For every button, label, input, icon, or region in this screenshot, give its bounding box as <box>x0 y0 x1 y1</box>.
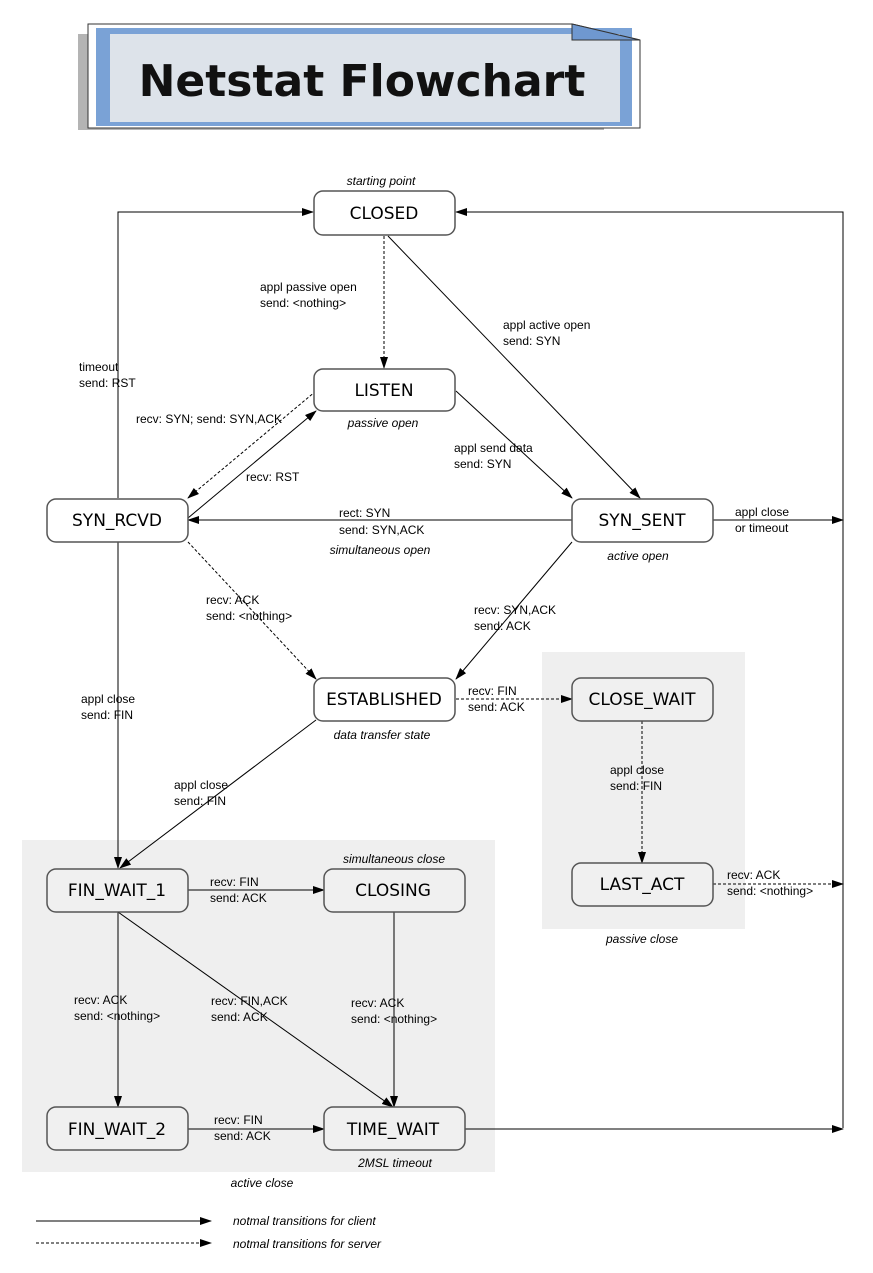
label-send-data-1: appl send data <box>454 441 533 455</box>
svg-text:TIME_WAIT: TIME_WAIT <box>346 1120 440 1140</box>
label-recv-rst: recv: RST <box>246 470 300 484</box>
state-listen: LISTEN <box>313 368 456 412</box>
label-fw1-fin-2: send: ACK <box>210 891 267 905</box>
label-cw-close-2: send: FIN <box>610 779 662 793</box>
label-recv-syn: recv: SYN; send: SYN,ACK <box>136 412 282 426</box>
label-fw1-finack-2: send: ACK <box>211 1010 268 1024</box>
svg-text:CLOSE_WAIT: CLOSE_WAIT <box>588 690 696 710</box>
state-fin-wait-2: FIN_WAIT_2 <box>46 1106 189 1151</box>
svg-text:FIN_WAIT_2: FIN_WAIT_2 <box>68 1120 166 1140</box>
label-recv-ack-2: send: <nothing> <box>206 609 292 623</box>
state-close-wait: CLOSE_WAIT <box>571 677 714 722</box>
label-la-ack-2: send: <nothing> <box>727 884 813 898</box>
svg-text:LISTEN: LISTEN <box>354 381 413 401</box>
page-title: Netstat Flowchart <box>139 56 586 107</box>
label-recv-ack-1: recv: ACK <box>206 593 259 607</box>
state-established: ESTABLISHED <box>313 677 456 722</box>
svg-text:CLOSING: CLOSING <box>355 881 431 901</box>
label-synsent-close-2: or timeout <box>735 521 789 535</box>
label-active-open-1: appl active open <box>503 318 590 332</box>
label-fw1-ack-1: recv: ACK <box>74 993 127 1007</box>
state-closing: CLOSING <box>323 868 466 913</box>
label-fw2-fin-1: recv: FIN <box>214 1113 263 1127</box>
state-syn-sent: SYN_SENT <box>571 498 714 543</box>
label-active-open-2: send: SYN <box>503 334 560 348</box>
label-rect-syn-1: rect: SYN <box>339 506 390 520</box>
caption-active-open: active open <box>607 549 669 563</box>
svg-text:LAST_ACT: LAST_ACT <box>600 875 685 895</box>
label-synrcvd-close-1: appl close <box>81 692 135 706</box>
caption-2msl-timeout: 2MSL timeout <box>357 1156 432 1170</box>
caption-passive-close: passive close <box>605 932 678 946</box>
label-cw-close-1: appl close <box>610 763 664 777</box>
label-recv-synack-1: recv: SYN,ACK <box>474 603 556 617</box>
label-synrcvd-close-2: send: FIN <box>81 708 133 722</box>
state-syn-rcvd: SYN_RCVD <box>46 498 189 543</box>
caption-simultaneous-open: simultaneous open <box>330 543 431 557</box>
caption-passive-open: passive open <box>347 416 419 430</box>
label-rect-syn-2: send: SYN,ACK <box>339 523 424 537</box>
svg-text:SYN_SENT: SYN_SENT <box>598 511 686 531</box>
legend-server-label: notmal transitions for server <box>233 1237 382 1251</box>
label-synsent-close-1: appl close <box>735 505 789 519</box>
svg-text:SYN_RCVD: SYN_RCVD <box>72 511 162 531</box>
label-closing-ack-2: send: <nothing> <box>351 1012 437 1026</box>
svg-text:ESTABLISHED: ESTABLISHED <box>326 690 442 710</box>
label-timeout-2: send: RST <box>79 376 136 390</box>
title-banner: Netstat Flowchart <box>78 23 641 130</box>
state-last-act: LAST_ACT <box>571 862 714 907</box>
label-est-fin-1: recv: FIN <box>468 684 517 698</box>
label-fw2-fin-2: send: ACK <box>214 1129 271 1143</box>
label-la-ack-1: recv: ACK <box>727 868 780 882</box>
label-est-close-1: appl close <box>174 778 228 792</box>
state-closed: CLOSED <box>313 190 456 236</box>
edges <box>114 208 844 1133</box>
caption-starting-point: starting point <box>347 174 416 188</box>
caption-active-close: active close <box>231 1176 294 1190</box>
svg-text:CLOSED: CLOSED <box>350 204 419 224</box>
label-send-data-2: send: SYN <box>454 457 511 471</box>
legend-client-label: notmal transitions for client <box>233 1214 376 1228</box>
label-closing-ack-1: recv: ACK <box>351 996 404 1010</box>
state-time-wait: TIME_WAIT <box>323 1106 466 1151</box>
label-fw1-finack-1: recv: FIN,ACK <box>211 994 288 1008</box>
label-timeout-1: timeout <box>79 360 119 374</box>
label-passive-open-2: send: <nothing> <box>260 296 346 310</box>
label-fw1-ack-2: send: <nothing> <box>74 1009 160 1023</box>
label-est-fin-2: send: ACK <box>468 700 525 714</box>
svg-text:FIN_WAIT_1: FIN_WAIT_1 <box>68 881 166 901</box>
state-fin-wait-1: FIN_WAIT_1 <box>46 868 189 913</box>
label-fw1-fin-1: recv: FIN <box>210 875 259 889</box>
transition-labels: appl passive open send: <nothing> appl a… <box>74 280 813 1143</box>
label-est-close-2: send: FIN <box>174 794 226 808</box>
label-recv-synack-2: send: ACK <box>474 619 531 633</box>
caption-simultaneous-close: simultaneous close <box>343 852 445 866</box>
caption-data-transfer: data transfer state <box>334 728 431 742</box>
legend: notmal transitions for client notmal tra… <box>36 1214 382 1251</box>
label-passive-open-1: appl passive open <box>260 280 357 294</box>
